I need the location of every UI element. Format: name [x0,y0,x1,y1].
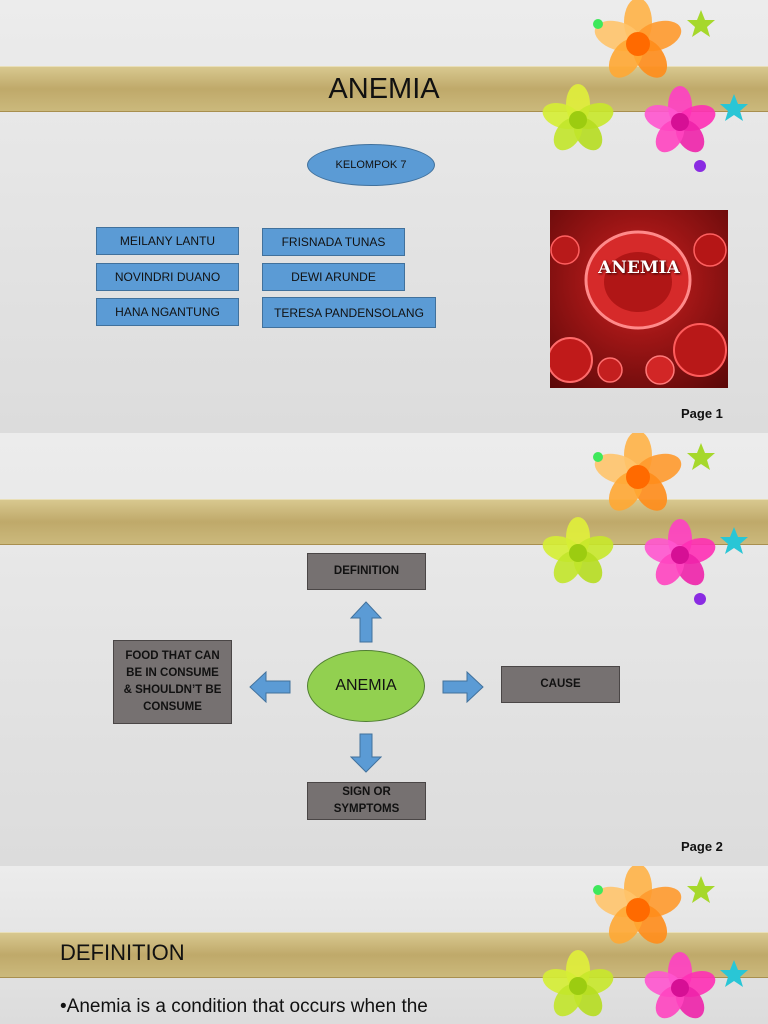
anemia-center-ellipse: ANEMIA [307,650,425,722]
slide-1: ANEMIA KELOMPOK 7 MEILANY LANTU NOVINDRI… [0,0,768,433]
definition-label: DEFINITION [333,565,400,577]
member-box: NOVINDRI DUANO [96,263,239,291]
member-name: TERESA PANDENSOLANG [274,305,424,320]
slide-2: DEFINITION ANEMIA FOOD THAT CAN BE IN CO… [0,433,768,866]
arrow-right-icon [442,671,484,703]
center-label: ANEMIA [335,677,397,694]
food-label: FOOD THAT CAN BE IN CONSUME & SHOULDN’T … [123,650,222,713]
page-number: Page 2 [681,839,723,854]
food-box: FOOD THAT CAN BE IN CONSUME & SHOULDN’T … [113,640,232,724]
symptoms-label: SIGN OR SYMPTOMS [333,786,400,815]
member-box: MEILANY LANTU [96,227,239,255]
slide-title: DEFINITION [60,940,185,965]
member-box: TERESA PANDENSOLANG [262,297,436,328]
arrow-down-icon [350,733,382,773]
slide-title: ANEMIA [328,73,440,105]
member-name: NOVINDRI DUANO [114,270,221,284]
symptoms-box: SIGN OR SYMPTOMS [307,782,426,820]
blood-cells-icon [550,230,727,385]
member-box: FRISNADA TUNAS [262,228,405,256]
arrow-up-icon [350,601,382,643]
member-name: FRISNADA TUNAS [281,235,386,249]
cause-box: CAUSE [501,666,620,703]
member-name: HANA NGANTUNG [115,305,220,319]
slide-3: DEFINITION •Anemia is a condition that o… [0,866,768,1024]
group-ellipse: KELOMPOK 7 [307,144,435,186]
member-name: DEWI ARUNDE [291,270,376,284]
bullet-text: •Anemia is a condition that occurs when … [60,996,428,1017]
member-box: DEWI ARUNDE [262,263,405,291]
cause-label: CAUSE [540,678,581,690]
definition-box: DEFINITION [307,553,426,590]
arrow-left-icon [249,671,291,703]
image-label: ANEMIA [598,258,680,278]
title-band [0,499,768,545]
page-number: Page 1 [681,406,723,421]
anemia-blood-cells-image: ANEMIA [550,210,728,388]
member-name: MEILANY LANTU [119,234,216,248]
member-box: HANA NGANTUNG [96,298,239,326]
group-label: KELOMPOK 7 [335,159,407,171]
